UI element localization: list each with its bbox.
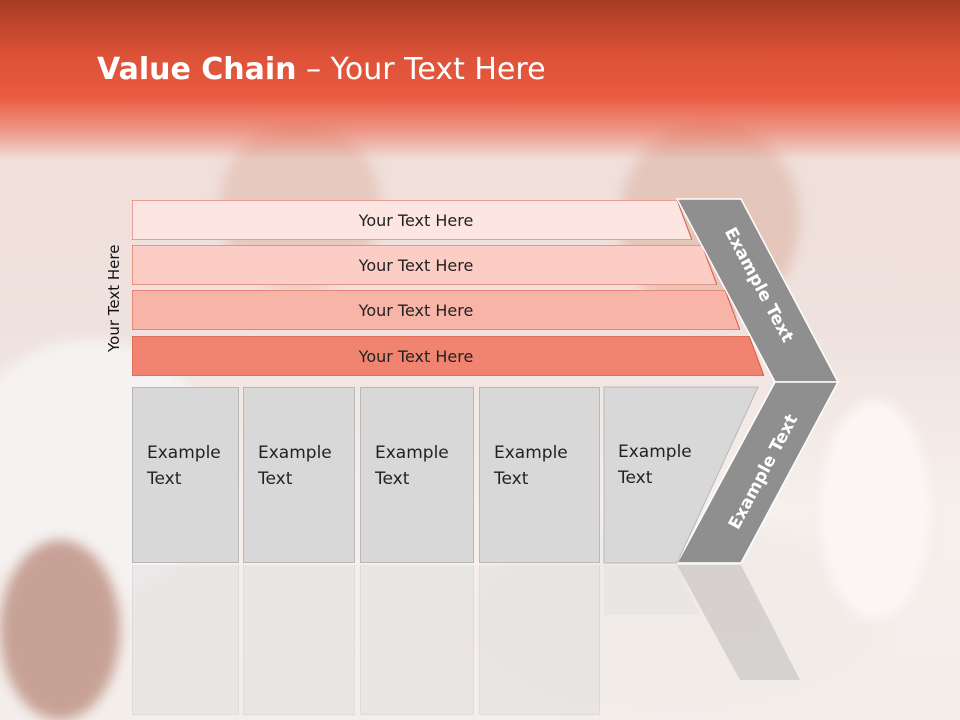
- last-column-shape: [603, 386, 759, 564]
- bar-2: Your Text Here: [132, 245, 717, 285]
- column-3-line1: Example: [375, 443, 449, 463]
- bar-1-label: Your Text Here: [358, 210, 474, 230]
- bar-3-label: Your Text Here: [358, 300, 474, 320]
- column-1-line1: Example: [147, 443, 221, 463]
- column-5-line2: Text: [618, 468, 653, 488]
- slide-title: Value Chain – Your Text Here: [97, 52, 546, 87]
- bar-4: Your Text Here: [132, 336, 764, 376]
- column-4-line1: Example: [494, 443, 568, 463]
- bar-1: Your Text Here: [132, 200, 692, 240]
- column-4-line2: Text: [494, 469, 529, 489]
- column-1-line2: Text: [147, 469, 182, 489]
- column-2-line2: Text: [258, 469, 293, 489]
- slide-title-bold: Value Chain: [97, 52, 297, 87]
- bar-4-label: Your Text Here: [358, 346, 474, 366]
- column-5-line1: Example: [618, 442, 692, 462]
- bar-3: Your Text Here: [132, 290, 740, 330]
- chevron-lower: [675, 381, 840, 564]
- column-3-line2: Text: [375, 469, 410, 489]
- columns-reflection: [0, 565, 960, 715]
- title-bar: [0, 0, 960, 160]
- column-2-line1: Example: [258, 443, 332, 463]
- bar-2-label: Your Text Here: [358, 255, 474, 275]
- slide-title-rest: – Your Text Here: [296, 52, 546, 87]
